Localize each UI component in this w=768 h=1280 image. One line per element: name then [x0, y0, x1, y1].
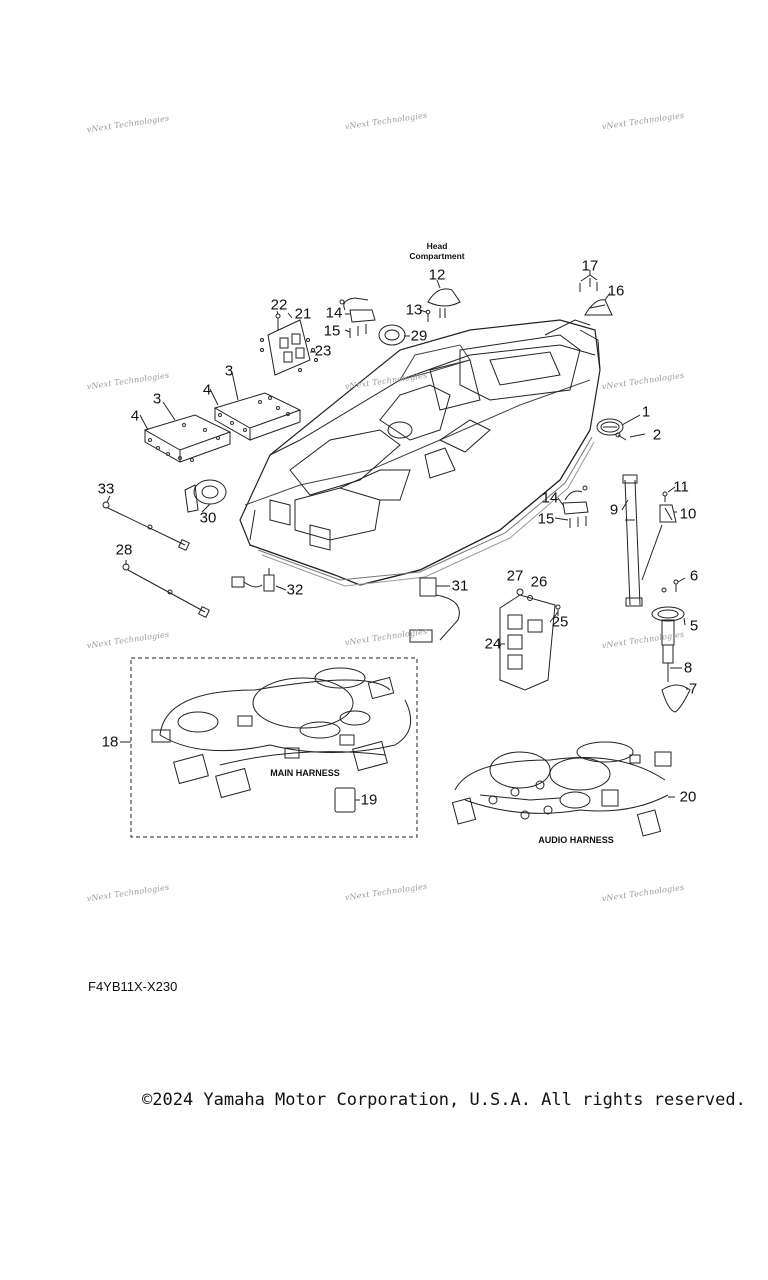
boat-hull[interactable] [239, 319, 601, 587]
part-31-sensor-harness[interactable] [409, 577, 460, 643]
callout-11[interactable]: 11 [673, 478, 689, 496]
part-9-fuel-sender-rod[interactable] [622, 474, 643, 607]
part-30-power-outlet[interactable] [184, 479, 227, 513]
leader-lines [106, 270, 688, 801]
callout-13[interactable]: 13 [405, 301, 423, 319]
callout-1[interactable]: 1 [641, 403, 651, 421]
callout-17[interactable]: 17 [581, 257, 599, 275]
callout-26[interactable]: 26 [530, 573, 548, 591]
callout-25[interactable]: 25 [551, 613, 569, 631]
part-14-lamp-lower[interactable] [562, 485, 589, 515]
callout-2[interactable]: 2 [652, 426, 662, 444]
part-20-audio-harness[interactable] [451, 741, 672, 837]
callout-32[interactable]: 32 [286, 581, 304, 599]
part-4-tray-screws[interactable] [148, 396, 290, 462]
callout-18[interactable]: 18 [101, 733, 119, 751]
part-3-battery-tray-right[interactable] [213, 392, 302, 441]
callout-31[interactable]: 31 [451, 577, 469, 595]
callout-6[interactable]: 6 [689, 567, 699, 585]
diagram-code: F4YB11X-X230 [88, 979, 178, 994]
part-3-battery-tray-left[interactable] [143, 414, 232, 463]
main-harness-label: MAIN HARNESS [270, 768, 340, 778]
callout-30[interactable]: 30 [199, 509, 217, 527]
head-compartment-label: Head Compartment [409, 241, 465, 261]
callout-12[interactable]: 12 [428, 266, 446, 284]
callout-24[interactable]: 24 [484, 635, 502, 653]
part-15-screws-upper[interactable] [349, 324, 367, 338]
callout-5[interactable]: 5 [689, 617, 699, 635]
part-24-fuse-box[interactable] [499, 594, 556, 691]
part-29-speaker[interactable] [378, 324, 406, 346]
part-6-screw[interactable] [661, 579, 679, 593]
part-22-connector[interactable] [275, 313, 281, 330]
callout-10[interactable]: 10 [679, 505, 697, 523]
callout-29[interactable]: 29 [410, 327, 428, 345]
callout-28[interactable]: 28 [115, 541, 133, 559]
part-10-float[interactable] [659, 504, 677, 523]
callout-14[interactable]: 14 [541, 489, 559, 507]
part-17-screws[interactable] [579, 278, 598, 292]
main-harness-box [130, 657, 418, 838]
part-26-washer[interactable] [527, 595, 533, 601]
part-2-screw[interactable] [615, 432, 627, 441]
callout-33[interactable]: 33 [97, 480, 115, 498]
callout-14[interactable]: 14 [325, 304, 343, 322]
part-16-nav-light[interactable] [584, 299, 613, 316]
callout-3[interactable]: 3 [152, 390, 162, 408]
callout-15[interactable]: 15 [537, 510, 555, 528]
part-28-cable[interactable] [122, 563, 210, 618]
callout-27[interactable]: 27 [506, 567, 524, 585]
part-7-bezel[interactable] [661, 684, 691, 713]
part-32-sender[interactable] [231, 568, 275, 592]
callout-9[interactable]: 9 [609, 501, 619, 519]
part-18-main-harness[interactable] [151, 667, 412, 799]
part-11-screw[interactable] [662, 491, 668, 502]
part-13-screw[interactable] [425, 309, 431, 322]
audio-harness-label: AUDIO HARNESS [538, 835, 614, 845]
part-27-nut[interactable] [516, 588, 524, 596]
callout-15[interactable]: 15 [323, 322, 341, 340]
callout-4[interactable]: 4 [202, 381, 212, 399]
part-33-cable[interactable] [102, 501, 190, 551]
copyright-notice: ©2024 Yamaha Motor Corporation, U.S.A. A… [142, 1090, 746, 1110]
callout-3[interactable]: 3 [224, 362, 234, 380]
part-5-fuel-gauge[interactable] [651, 606, 685, 664]
callout-22[interactable]: 22 [270, 296, 288, 314]
part-15-screws-lower[interactable] [569, 516, 587, 528]
callout-8[interactable]: 8 [683, 659, 693, 677]
callout-23[interactable]: 23 [314, 342, 332, 360]
part-12-dome-light[interactable] [427, 288, 461, 318]
part-14-lamp-upper[interactable] [339, 297, 376, 323]
callout-20[interactable]: 20 [679, 788, 697, 806]
callout-21[interactable]: 21 [294, 305, 312, 323]
callout-4[interactable]: 4 [130, 407, 140, 425]
callout-7[interactable]: 7 [688, 680, 698, 698]
part-1-deck-plate[interactable] [596, 418, 624, 436]
part-21-switch-panel[interactable] [267, 319, 311, 376]
callout-16[interactable]: 16 [607, 282, 625, 300]
part-19-relay[interactable] [334, 787, 356, 813]
callout-19[interactable]: 19 [360, 791, 378, 809]
